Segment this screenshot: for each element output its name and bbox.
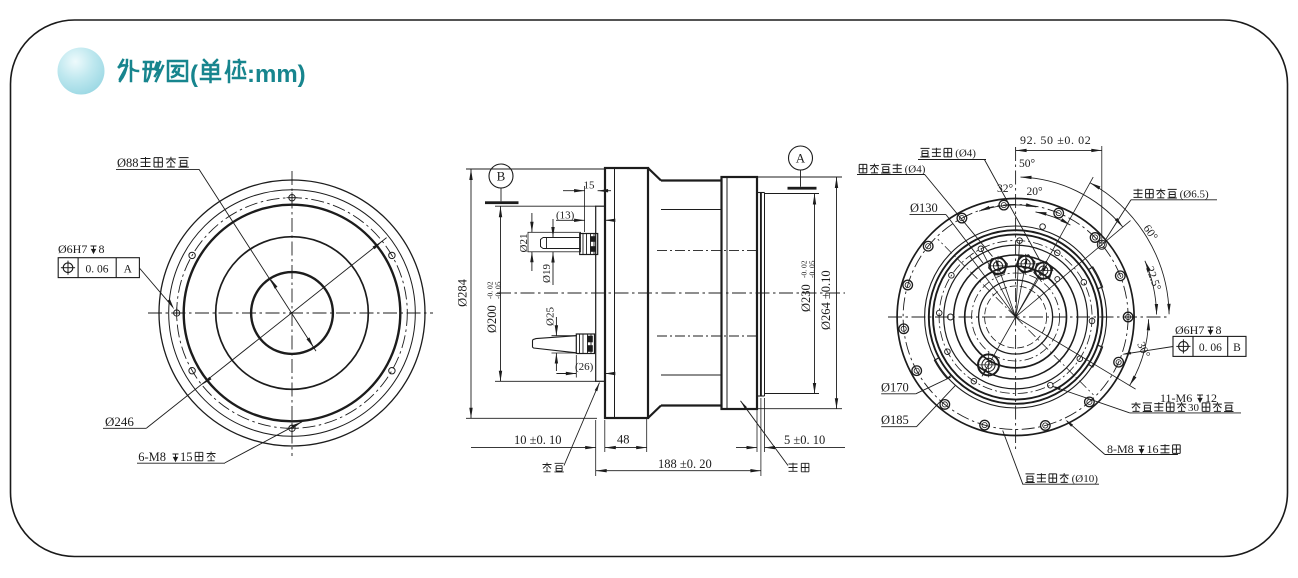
svg-text:Ø6H7: Ø6H7 — [1175, 323, 1204, 337]
svg-text:50°: 50° — [1019, 158, 1036, 170]
svg-text:(: ( — [190, 61, 198, 88]
svg-text:10 ±0. 10: 10 ±0. 10 — [514, 433, 562, 447]
svg-text:(Ø4): (Ø4) — [905, 164, 926, 176]
svg-text:8: 8 — [99, 242, 105, 256]
svg-text:Ø88: Ø88 — [117, 156, 139, 170]
svg-text:A: A — [796, 151, 806, 166]
svg-text:B: B — [497, 169, 506, 184]
svg-text:(13): (13) — [556, 210, 575, 222]
svg-text:11-M6: 11-M6 — [1160, 391, 1192, 405]
svg-text:15: 15 — [180, 450, 193, 464]
svg-text:8-M8: 8-M8 — [1107, 442, 1134, 456]
svg-text:5 ±0. 10: 5 ±0. 10 — [784, 433, 825, 447]
svg-text:Ø19: Ø19 — [541, 264, 553, 283]
svg-text:Ø264 ±0.10: Ø264 ±0.10 — [819, 270, 833, 330]
svg-text:Ø130: Ø130 — [910, 201, 938, 215]
svg-text:(Ø10): (Ø10) — [1072, 473, 1099, 485]
svg-text:12: 12 — [1205, 391, 1217, 405]
svg-text:188 ±0. 20: 188 ±0. 20 — [658, 457, 712, 471]
svg-text:0. 06: 0. 06 — [1199, 342, 1222, 354]
svg-text:Ø25: Ø25 — [545, 307, 557, 326]
svg-text:92. 50 ±0. 02: 92. 50 ±0. 02 — [1020, 133, 1091, 147]
svg-text:Ø170: Ø170 — [881, 381, 909, 395]
svg-text:Ø230: Ø230 — [799, 284, 813, 312]
svg-text:Ø200: Ø200 — [485, 305, 499, 333]
svg-text:30: 30 — [1188, 402, 1200, 414]
svg-text:Ø284: Ø284 — [456, 278, 470, 307]
svg-text:8: 8 — [1216, 323, 1222, 337]
svg-text:6-M8: 6-M8 — [138, 450, 166, 464]
svg-text:-0. 05: -0. 05 — [808, 260, 817, 278]
svg-text:(26): (26) — [575, 361, 594, 373]
svg-text:48: 48 — [617, 433, 630, 447]
svg-text:-0. 02: -0. 02 — [800, 260, 809, 278]
svg-text:(Ø6.5): (Ø6.5) — [1180, 189, 1209, 201]
svg-text:Ø246: Ø246 — [105, 414, 134, 429]
svg-text:-0. 02: -0. 02 — [486, 281, 495, 299]
svg-text:Ø185: Ø185 — [881, 413, 909, 427]
svg-text:0. 06: 0. 06 — [86, 263, 109, 275]
svg-text:Ø21: Ø21 — [518, 234, 530, 253]
svg-text:16: 16 — [1147, 442, 1159, 456]
svg-text:A: A — [124, 263, 133, 275]
svg-text::mm): :mm) — [247, 61, 306, 88]
svg-text:20°: 20° — [1027, 186, 1044, 198]
svg-text:-0. 05: -0. 05 — [494, 281, 503, 299]
svg-text:Ø6H7: Ø6H7 — [58, 242, 87, 256]
svg-text:15: 15 — [584, 180, 596, 192]
svg-text:32°: 32° — [997, 183, 1014, 195]
svg-text:B: B — [1233, 342, 1241, 354]
svg-text:(Ø4): (Ø4) — [955, 148, 976, 160]
